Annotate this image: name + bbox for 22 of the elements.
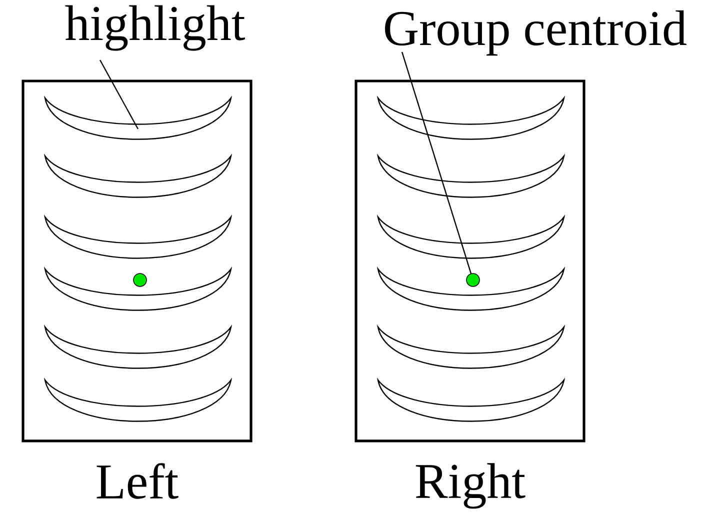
crescent [377, 268, 565, 311]
callout-text: highlight [65, 5, 246, 51]
centroid-dot [466, 273, 480, 287]
leader-line [401, 52, 472, 274]
crescent [44, 379, 232, 422]
callout-text: Group centroid [385, 10, 686, 56]
crescent [377, 97, 565, 140]
node-label: Left [96, 463, 178, 499]
panel-box: Right [354, 80, 586, 509]
crescent [377, 326, 565, 369]
crescent [377, 155, 565, 198]
crescent [44, 155, 232, 198]
panel-box: Left [22, 80, 252, 499]
centroid-dot [133, 273, 147, 287]
crescent [44, 97, 232, 140]
crescent [44, 216, 232, 259]
crescent [44, 326, 232, 369]
crescent [377, 379, 565, 422]
crescent [377, 216, 565, 259]
leader-line [99, 60, 139, 130]
node-label: Right [416, 463, 526, 509]
crescent [44, 268, 232, 311]
